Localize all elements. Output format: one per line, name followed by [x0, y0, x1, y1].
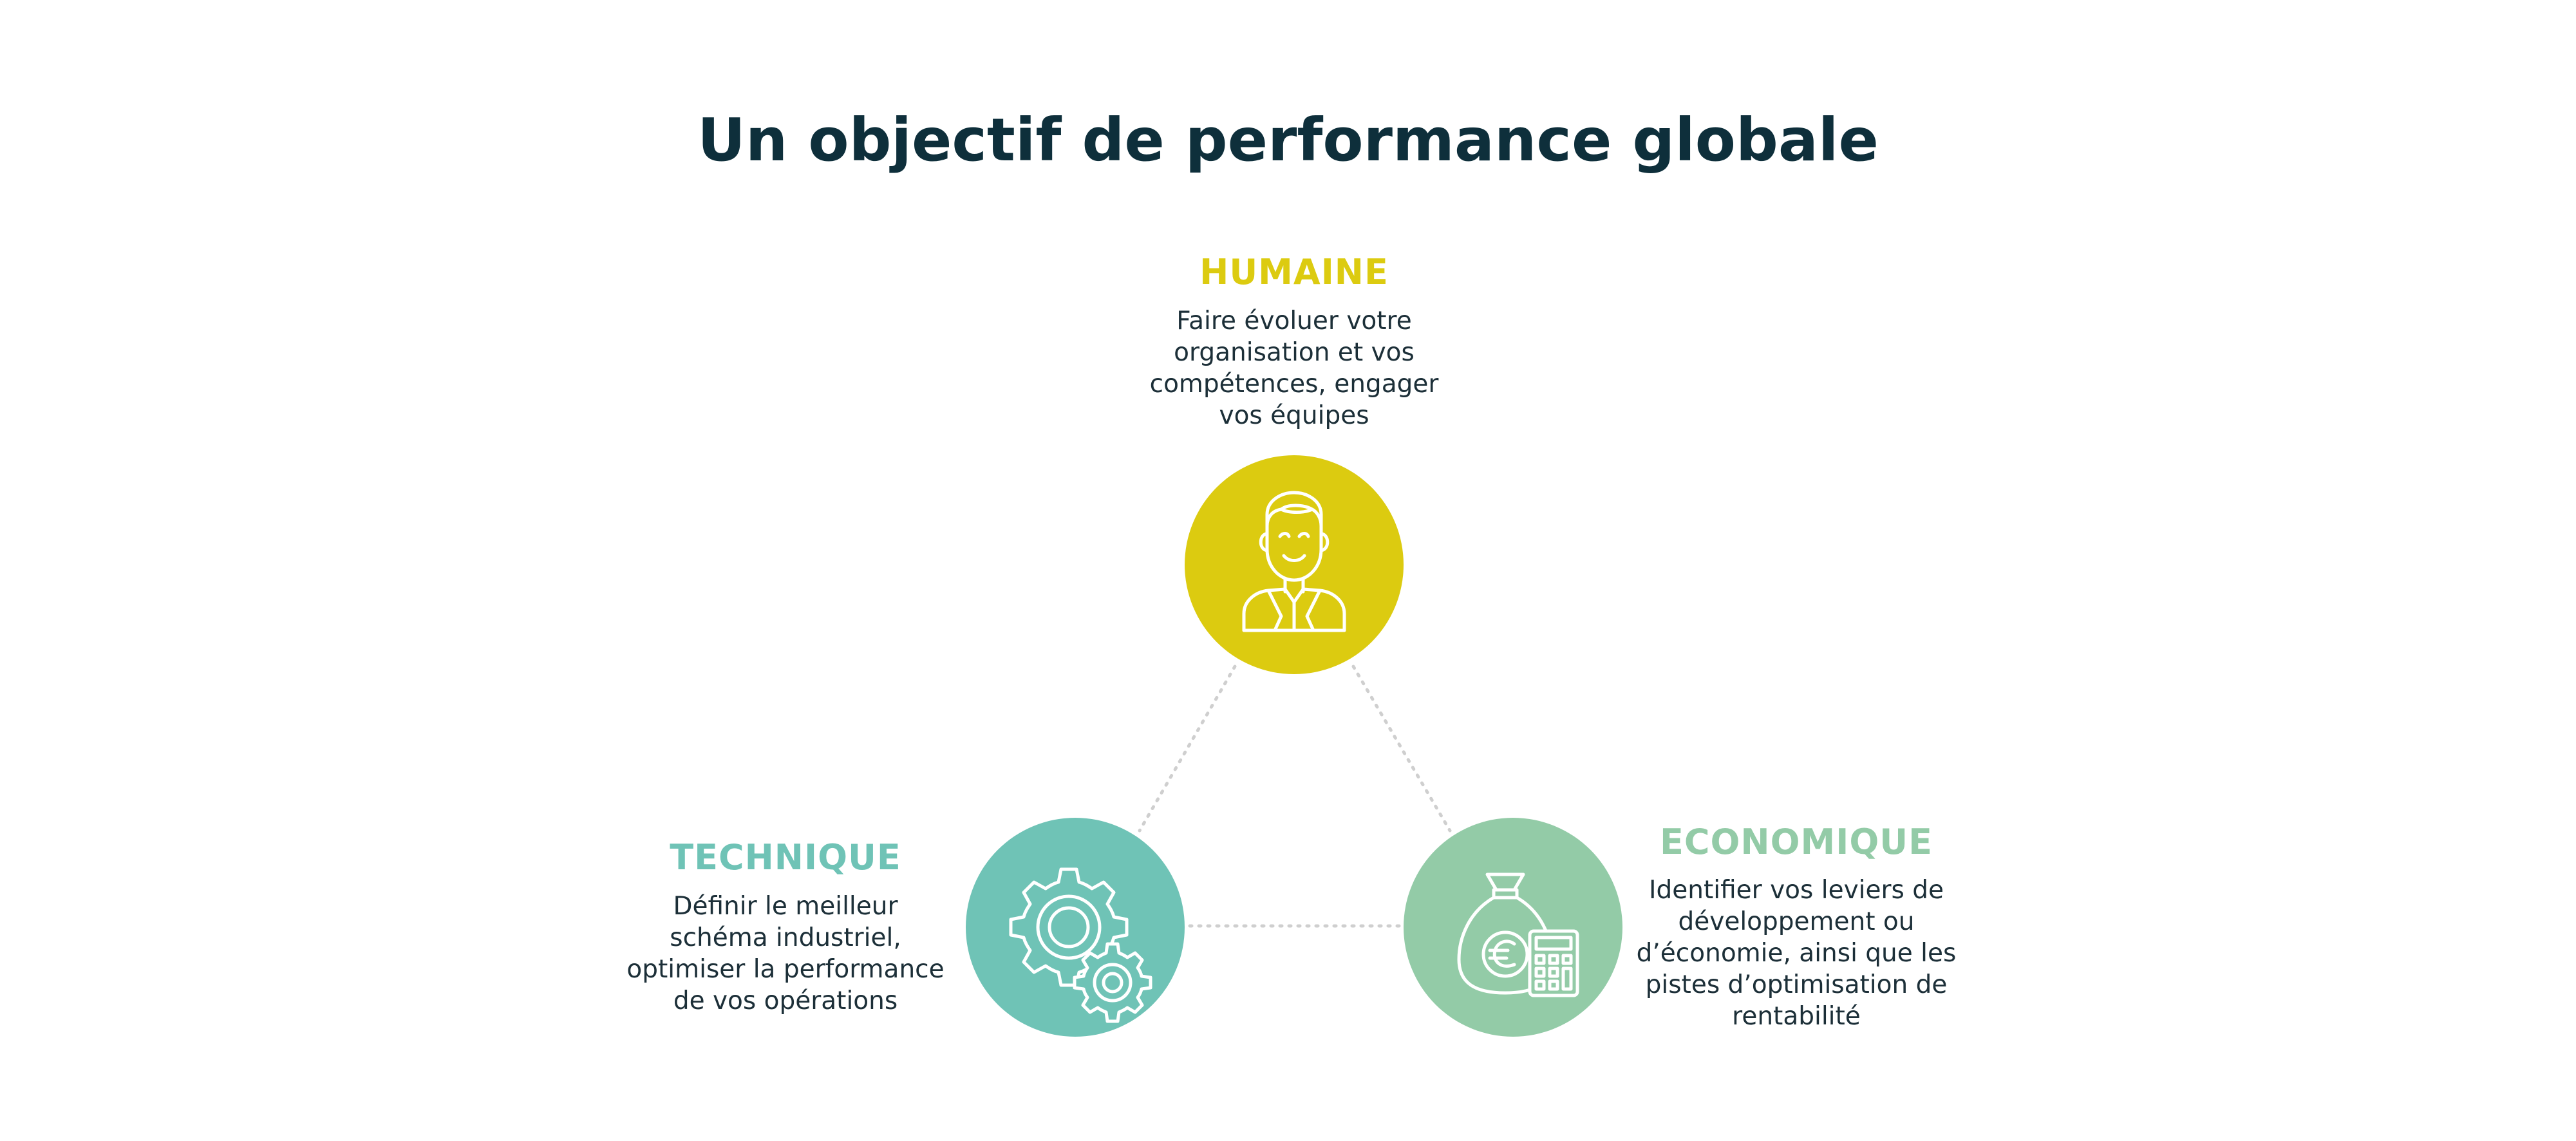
humaine-line-4: vos équipes: [1219, 401, 1369, 430]
economique-circle: [1404, 818, 1622, 1037]
humaine-circle: [1185, 455, 1404, 674]
technique-line-1: Définir le meilleur: [673, 892, 898, 921]
humaine-line-2: organisation et vos: [1174, 338, 1415, 367]
humaine-heading: HUMAINE: [1199, 252, 1389, 292]
money-bag-calculator-icon: [1457, 872, 1579, 997]
page-title: Un objectif de performance globale: [697, 106, 1879, 174]
gears-icon: [1009, 867, 1152, 1023]
technique-description: Définir le meilleur schéma industriel, o…: [528, 891, 1043, 1017]
humaine-line-1: Faire évoluer votre: [1176, 306, 1412, 335]
technique-heading: TECHNIQUE: [670, 837, 901, 878]
humaine-description: Faire évoluer votre organisation et vos …: [1037, 305, 1552, 431]
economique-line-2: développement ou: [1678, 907, 1915, 936]
connector-humaine-economique: [1351, 665, 1452, 833]
technique-line-3: optimiser la performance: [626, 955, 945, 984]
technique-line-4: de vos opérations: [673, 986, 898, 1015]
technique-circle: [966, 818, 1185, 1037]
humaine-line-3: compétences, engager: [1149, 370, 1439, 399]
technique-line-2: schéma industriel,: [670, 923, 901, 952]
economique-line-3: d’économie, ainsi que les: [1636, 939, 1957, 968]
connector-humaine-technique: [1138, 665, 1237, 833]
person-icon: [1242, 491, 1346, 632]
economique-line-5: rentabilité: [1732, 1002, 1861, 1031]
economique-heading: ECONOMIQUE: [1660, 822, 1933, 862]
economique-description: Identifier vos leviers de développement …: [1539, 874, 2054, 1032]
economique-line-1: Identifier vos leviers de: [1649, 876, 1944, 905]
economique-line-4: pistes d’optimisation de: [1645, 970, 1948, 999]
